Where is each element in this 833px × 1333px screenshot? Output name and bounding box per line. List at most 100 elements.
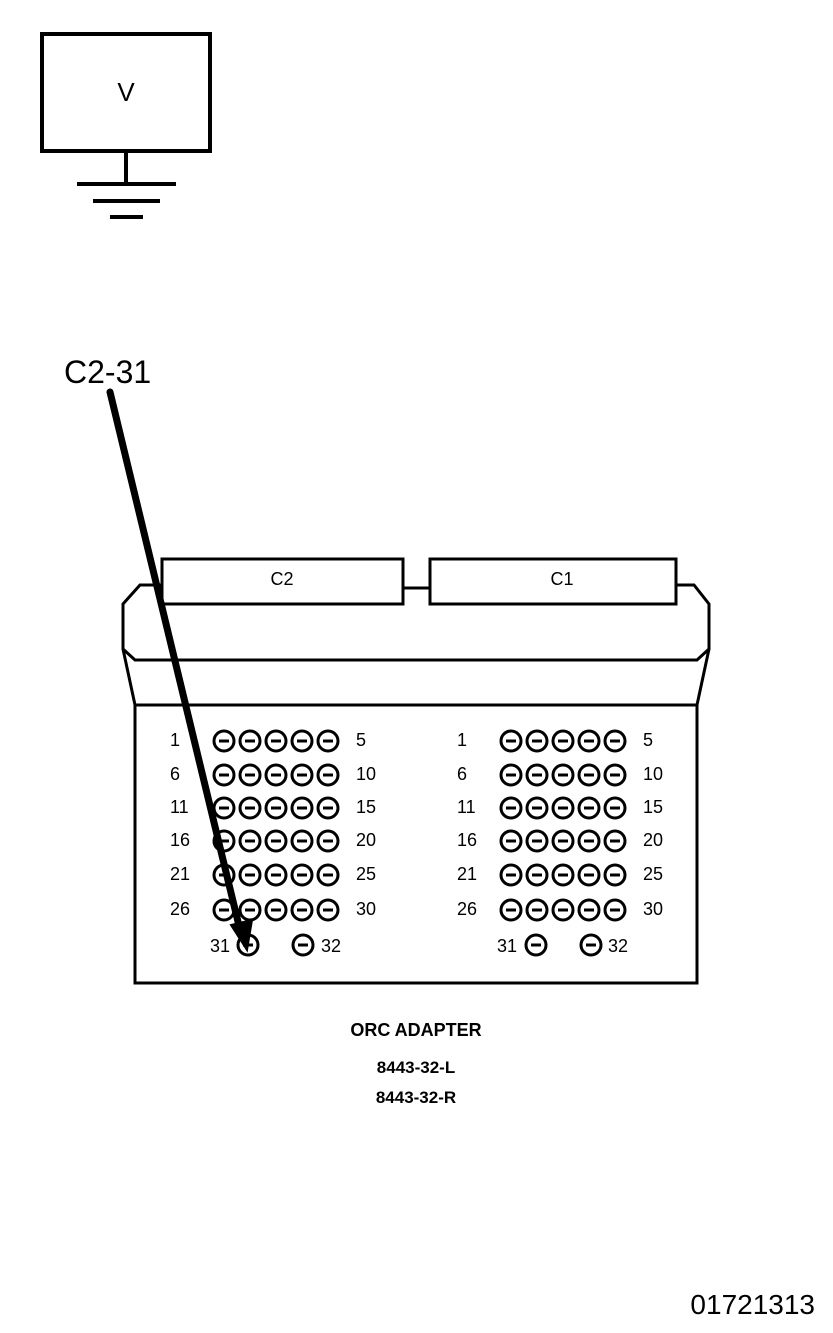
c1-pin-18 <box>551 829 575 853</box>
connector-name-c2: C2 <box>270 569 293 589</box>
c2-row-5-left: 21 <box>170 864 190 884</box>
probe-arrow <box>106 388 254 953</box>
c1-pin-30 <box>603 898 627 922</box>
c1-pin-labels: 1 5 6 10 11 15 16 20 21 25 26 30 31 32 <box>457 730 663 956</box>
c1-pin-6 <box>499 763 523 787</box>
c1-pin-26 <box>499 898 523 922</box>
c1-pin-21 <box>499 863 523 887</box>
c1-pin-7 <box>525 763 549 787</box>
adapter-part-right: 8443-32-R <box>376 1088 456 1107</box>
c1-pin-19 <box>577 829 601 853</box>
c1-row-6-left: 26 <box>457 899 477 919</box>
c1-pin-28 <box>551 898 575 922</box>
c1-row-1-left: 1 <box>457 730 467 750</box>
c2-pin-10 <box>316 763 340 787</box>
c1-row-3-right: 15 <box>643 797 663 817</box>
connector-name-c1: C1 <box>550 569 573 589</box>
c2-pin-20 <box>316 829 340 853</box>
figure-id: 01721313 <box>690 1289 815 1320</box>
c2-pin-6 <box>212 763 236 787</box>
c2-pin-9 <box>290 763 314 787</box>
c2-row-6-left: 26 <box>170 899 190 919</box>
c2-row-3-right: 15 <box>356 797 376 817</box>
c2-pin-17 <box>238 829 262 853</box>
c1-pin-10 <box>603 763 627 787</box>
c1-row-6-right: 30 <box>643 899 663 919</box>
c1-row-1-right: 5 <box>643 730 653 750</box>
probe-arrow-head <box>229 918 254 953</box>
c2-pin-5 <box>316 729 340 753</box>
probe-arrow-shaft <box>106 388 244 934</box>
c1-row-3-left: 11 <box>457 797 476 817</box>
c1-pin-32 <box>579 933 603 957</box>
c1-row-4-left: 16 <box>457 830 477 850</box>
c2-pin-25 <box>316 863 340 887</box>
c2-pin-8 <box>264 763 288 787</box>
c2-row-5-right: 25 <box>356 864 376 884</box>
voltmeter-box <box>40 32 212 153</box>
c1-pin-9 <box>577 763 601 787</box>
c2-pin-15 <box>316 796 340 820</box>
c2-pin-18 <box>264 829 288 853</box>
c1-pin-25 <box>603 863 627 887</box>
c2-bottom-left: 31 <box>210 936 230 956</box>
c1-pin-17 <box>525 829 549 853</box>
c1-bottom-left: 31 <box>497 936 517 956</box>
c1-row-2-right: 10 <box>643 764 663 784</box>
c1-pin-27 <box>525 898 549 922</box>
c2-row-1-right: 5 <box>356 730 366 750</box>
c2-pin-29 <box>290 898 314 922</box>
c2-pin-4 <box>290 729 314 753</box>
c2-pin-23 <box>264 863 288 887</box>
c2-pin-11 <box>212 796 236 820</box>
c1-pin-15 <box>603 796 627 820</box>
callout-label: C2-31 <box>64 354 151 390</box>
c2-row-6-right: 30 <box>356 899 376 919</box>
c1-pin-31 <box>524 933 548 957</box>
adapter-title: ORC ADAPTER <box>350 1020 481 1040</box>
c2-row-4-left: 16 <box>170 830 190 850</box>
c2-row-2-left: 6 <box>170 764 180 784</box>
c2-pin-19 <box>290 829 314 853</box>
c1-pin-14 <box>577 796 601 820</box>
c1-row-5-right: 25 <box>643 864 663 884</box>
c1-bottom-right: 32 <box>608 936 628 956</box>
c2-row-2-right: 10 <box>356 764 376 784</box>
c1-pin-29 <box>577 898 601 922</box>
c2-row-4-right: 20 <box>356 830 376 850</box>
connector-tab-c1 <box>428 557 678 608</box>
c1-pin-13 <box>551 796 575 820</box>
c2-pin-1 <box>212 729 236 753</box>
c1-pin-24 <box>577 863 601 887</box>
c2-pin-22 <box>238 863 262 887</box>
adapter-part-left: 8443-32-L <box>377 1058 455 1077</box>
c1-pin-4 <box>577 729 601 753</box>
c2-pin-32 <box>291 933 315 957</box>
voltmeter <box>40 32 212 219</box>
c2-pin-7 <box>238 763 262 787</box>
c2-pin-2 <box>238 729 262 753</box>
c2-pin-24 <box>290 863 314 887</box>
c1-pin-3 <box>551 729 575 753</box>
c1-pin-grid <box>499 729 627 957</box>
c2-pin-30 <box>316 898 340 922</box>
c2-pin-12 <box>238 796 262 820</box>
c1-pin-16 <box>499 829 523 853</box>
c1-pin-20 <box>603 829 627 853</box>
c1-pin-8 <box>551 763 575 787</box>
c2-row-1-left: 1 <box>170 730 180 750</box>
c2-pin-27 <box>238 898 262 922</box>
c1-row-4-right: 20 <box>643 830 663 850</box>
c2-pin-14 <box>290 796 314 820</box>
c1-pin-5 <box>603 729 627 753</box>
housing-shoulder <box>121 583 711 662</box>
c1-row-5-left: 21 <box>457 864 477 884</box>
c2-row-3-left: 11 <box>170 797 189 817</box>
c1-pin-1 <box>499 729 523 753</box>
c2-pin-28 <box>264 898 288 922</box>
c2-pin-labels: 1 5 6 10 11 15 16 20 21 25 26 30 31 32 <box>170 730 376 956</box>
c1-pin-22 <box>525 863 549 887</box>
c1-pin-2 <box>525 729 549 753</box>
c1-pin-23 <box>551 863 575 887</box>
